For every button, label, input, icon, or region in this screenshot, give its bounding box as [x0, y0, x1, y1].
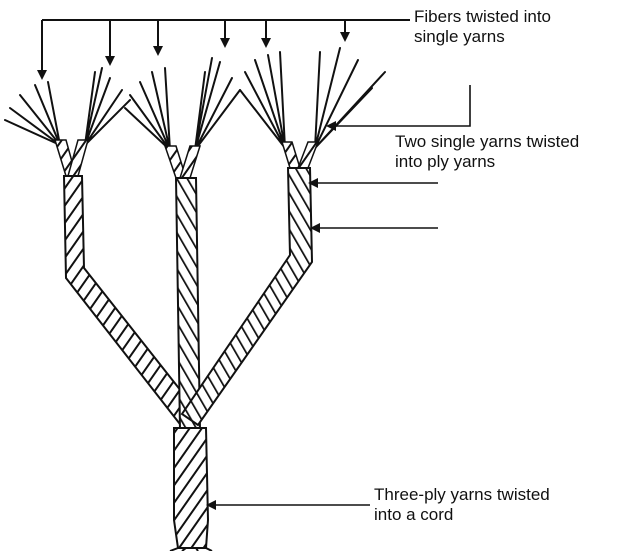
single-yarns: [55, 140, 318, 178]
fiber-tufts: [5, 48, 385, 150]
label-ply-yarns: Two single yarns twisted into ply yarns: [395, 132, 579, 172]
label-cord-line2: into a cord: [374, 505, 550, 525]
ply-yarns: [64, 168, 312, 430]
label-fibers-line1: Fibers twisted into: [414, 7, 551, 27]
label-fibers-twisted: Fibers twisted into single yarns: [414, 7, 551, 47]
fiber-arrowheads: [37, 32, 350, 80]
label-cord: Three-ply yarns twisted into a cord: [374, 485, 550, 525]
label-fibers-line2: single yarns: [414, 27, 551, 47]
label-ply-line1: Two single yarns twisted: [395, 132, 579, 152]
label-ply-line2: into ply yarns: [395, 152, 579, 172]
cord: [170, 428, 212, 551]
label-cord-line1: Three-ply yarns twisted: [374, 485, 550, 505]
